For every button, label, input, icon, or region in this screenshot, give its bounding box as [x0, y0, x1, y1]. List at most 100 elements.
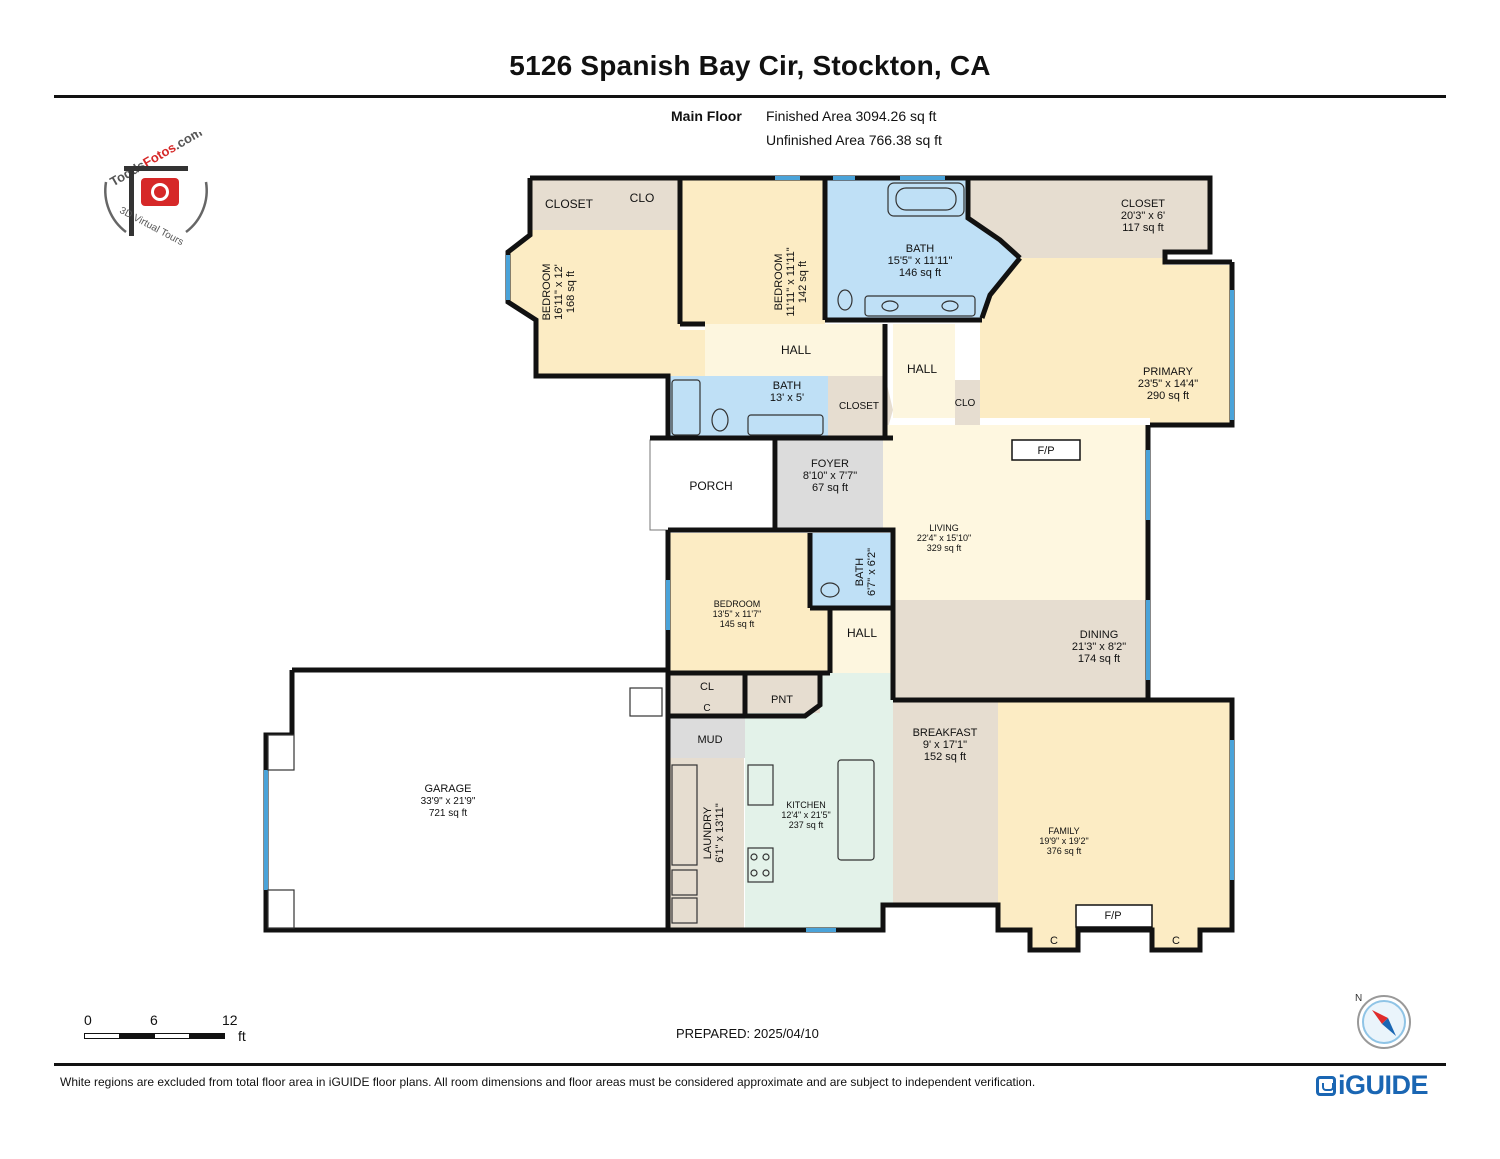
cooktop-icon: [747, 847, 774, 883]
living-fill: [883, 425, 1148, 600]
dining-dim: 21'3" x 8'2": [1072, 641, 1126, 653]
fireplaces: [1011, 439, 1153, 928]
clo-primary-label: CLO: [955, 398, 976, 409]
closet-nw-fill: [530, 178, 608, 230]
fireplace-family-box: [1075, 904, 1153, 928]
family-name: FAMILY: [1048, 826, 1079, 836]
hall3-fill: [830, 608, 893, 673]
scale-segment-2: [119, 1033, 155, 1039]
scale-segment-3: [154, 1033, 190, 1039]
toilet3-icon: [820, 582, 840, 598]
dining-fill: [893, 600, 1148, 700]
porch-fill: [649, 439, 776, 531]
toilet2-icon: [711, 408, 729, 432]
kitchen-fill: [745, 673, 893, 930]
laundry-counter-icon: [671, 764, 698, 866]
primary-dim: 23'5" x 14'4": [1138, 378, 1198, 390]
bed3-fill: [670, 533, 830, 673]
breakfast-dim: 9' x 17'1": [923, 739, 967, 751]
family-dim: 19'9" x 19'2": [1039, 836, 1088, 846]
iguide-logo: iGUIDE: [1316, 1070, 1429, 1101]
windows: [264, 176, 1234, 932]
dining-area: 174 sq ft: [1078, 653, 1120, 665]
room-labels: CLOSET CLO BEDROOM 16'11" x 12' 168 sq f…: [421, 191, 1199, 947]
bath3-name: BATH: [854, 558, 866, 587]
cl-label: CL: [700, 681, 714, 693]
scale-bar: 0 6 12 ft: [84, 1012, 254, 1052]
bathtub2-icon: [671, 379, 701, 436]
bed1-dim: 16'11" x 12': [553, 264, 565, 320]
company-logo: ToddsFotos.com 3D Virtual Tours: [96, 124, 216, 252]
hall3-label: HALL: [847, 626, 877, 640]
c-fill: [670, 698, 745, 716]
living-name: LIVING: [929, 523, 959, 533]
c-family-left-label: C: [1050, 935, 1058, 947]
garage-area: 721 sq ft: [429, 808, 468, 819]
bath2-dim: 13' x 5': [770, 392, 804, 404]
page-title: 5126 Spanish Bay Cir, Stockton, CA: [509, 50, 991, 81]
iguide-brand-text: iGUIDE: [1338, 1070, 1429, 1100]
clo-n-fill: [608, 178, 680, 230]
mud-fill: [668, 716, 746, 758]
foyer-area: 67 sq ft: [812, 482, 848, 494]
compass-north-label: N: [1355, 993, 1362, 1004]
bath1-area: 146 sq ft: [899, 267, 941, 279]
bath2-name: BATH: [773, 380, 802, 392]
pnt-fill: [745, 673, 820, 713]
room-fills: [292, 178, 1232, 950]
bed1-name: BEDROOM: [541, 264, 553, 321]
breakfast-fill: [893, 700, 998, 905]
bath1-fill: [825, 178, 1020, 318]
garage-dim: 33'9" x 21'9": [421, 796, 476, 807]
header-rule: [54, 95, 1446, 98]
fixtures: [267, 182, 976, 929]
closet-nw-label: CLOSET: [545, 197, 594, 211]
footer-rule: [54, 1063, 1446, 1066]
foyer-fill: [778, 440, 883, 530]
hall2-fill: [893, 324, 955, 418]
kitchen-area: 237 sq ft: [789, 820, 824, 830]
hall1-label: HALL: [781, 343, 811, 357]
mud-label: MUD: [697, 734, 722, 746]
walls: [263, 175, 1235, 953]
primary-area: 290 sq ft: [1147, 390, 1189, 402]
pnt-label: PNT: [771, 694, 793, 706]
clo-n-label: CLO: [630, 191, 655, 205]
prepared-date: PREPARED: 2025/04/10: [676, 1026, 819, 1041]
breakfast-area: 152 sq ft: [924, 751, 966, 763]
scale-label-0: 0: [84, 1012, 92, 1028]
laundry-dim: 6'1" x 13'11": [714, 803, 726, 863]
closet-ne-fill: [968, 178, 1208, 258]
toilet-icon: [837, 289, 853, 311]
scale-label-12: 12: [222, 1012, 238, 1028]
bed3-dim: 13'5" x 11'7": [713, 609, 762, 619]
kitchen-dim: 12'4" x 21'5": [781, 810, 830, 820]
vanity2-icon: [747, 414, 824, 436]
scale-segment-1: [84, 1033, 120, 1039]
closet-ne-name: CLOSET: [1121, 198, 1165, 210]
closet-ne-dim: 20'3" x 6': [1121, 210, 1165, 222]
compass-icon: N: [1348, 988, 1416, 1056]
fp-living-label: F/P: [1037, 445, 1054, 457]
breakfast-name: BREAKFAST: [913, 727, 978, 739]
finished-area: Finished Area 3094.26 sq ft: [766, 108, 937, 124]
garage-fill: [292, 670, 667, 928]
foyer-name: FOYER: [811, 458, 849, 470]
bed3-name: BEDROOM: [714, 599, 761, 609]
scale-segment-4: [189, 1033, 225, 1039]
bed1-fill: [508, 230, 705, 376]
bed3-area: 145 sq ft: [720, 619, 755, 629]
cl-fill: [670, 673, 745, 698]
hall1-fill: [705, 324, 885, 376]
bath1-dim: 15'5" x 11'11": [888, 255, 953, 267]
double-vanity-icon: [864, 295, 976, 317]
garage-name: GARAGE: [424, 783, 471, 795]
unfinished-area: Unfinished Area 766.38 sq ft: [766, 132, 942, 148]
iguide-icon: [1316, 1076, 1336, 1096]
laundry-fill: [668, 758, 744, 930]
bed2-fill: [680, 178, 825, 324]
family-area: 376 sq ft: [1047, 846, 1082, 856]
porch-label: PORCH: [689, 479, 732, 493]
bed2-dim: 11'11" x 11'11": [785, 247, 797, 316]
